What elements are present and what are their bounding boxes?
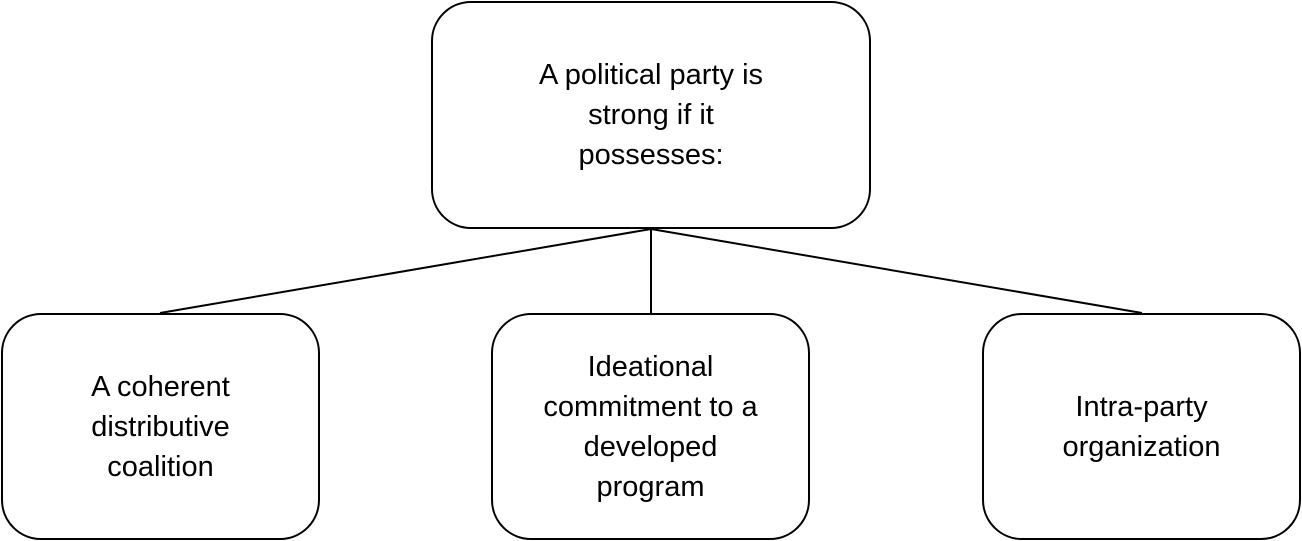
child-node-coalition: A coherent distributive coalition [1, 313, 320, 540]
root-node-label: A political party is strong if it posses… [538, 59, 764, 171]
connector-root-to-child-1 [159, 228, 652, 314]
child-node-intra-party-organization: Intra-party organization [982, 313, 1301, 540]
root-node: A political party is strong if it posses… [431, 1, 871, 229]
child-node-intra-party-organization-label: Intra-party organization [1062, 390, 1221, 463]
child-node-ideational-commitment: Ideational commitment to a developed pro… [491, 313, 810, 540]
child-node-coalition-label: A coherent distributive coalition [91, 370, 230, 483]
connector-root-to-child-3 [650, 228, 1143, 314]
child-node-ideational-commitment-label: Ideational commitment to a developed pro… [543, 350, 758, 503]
